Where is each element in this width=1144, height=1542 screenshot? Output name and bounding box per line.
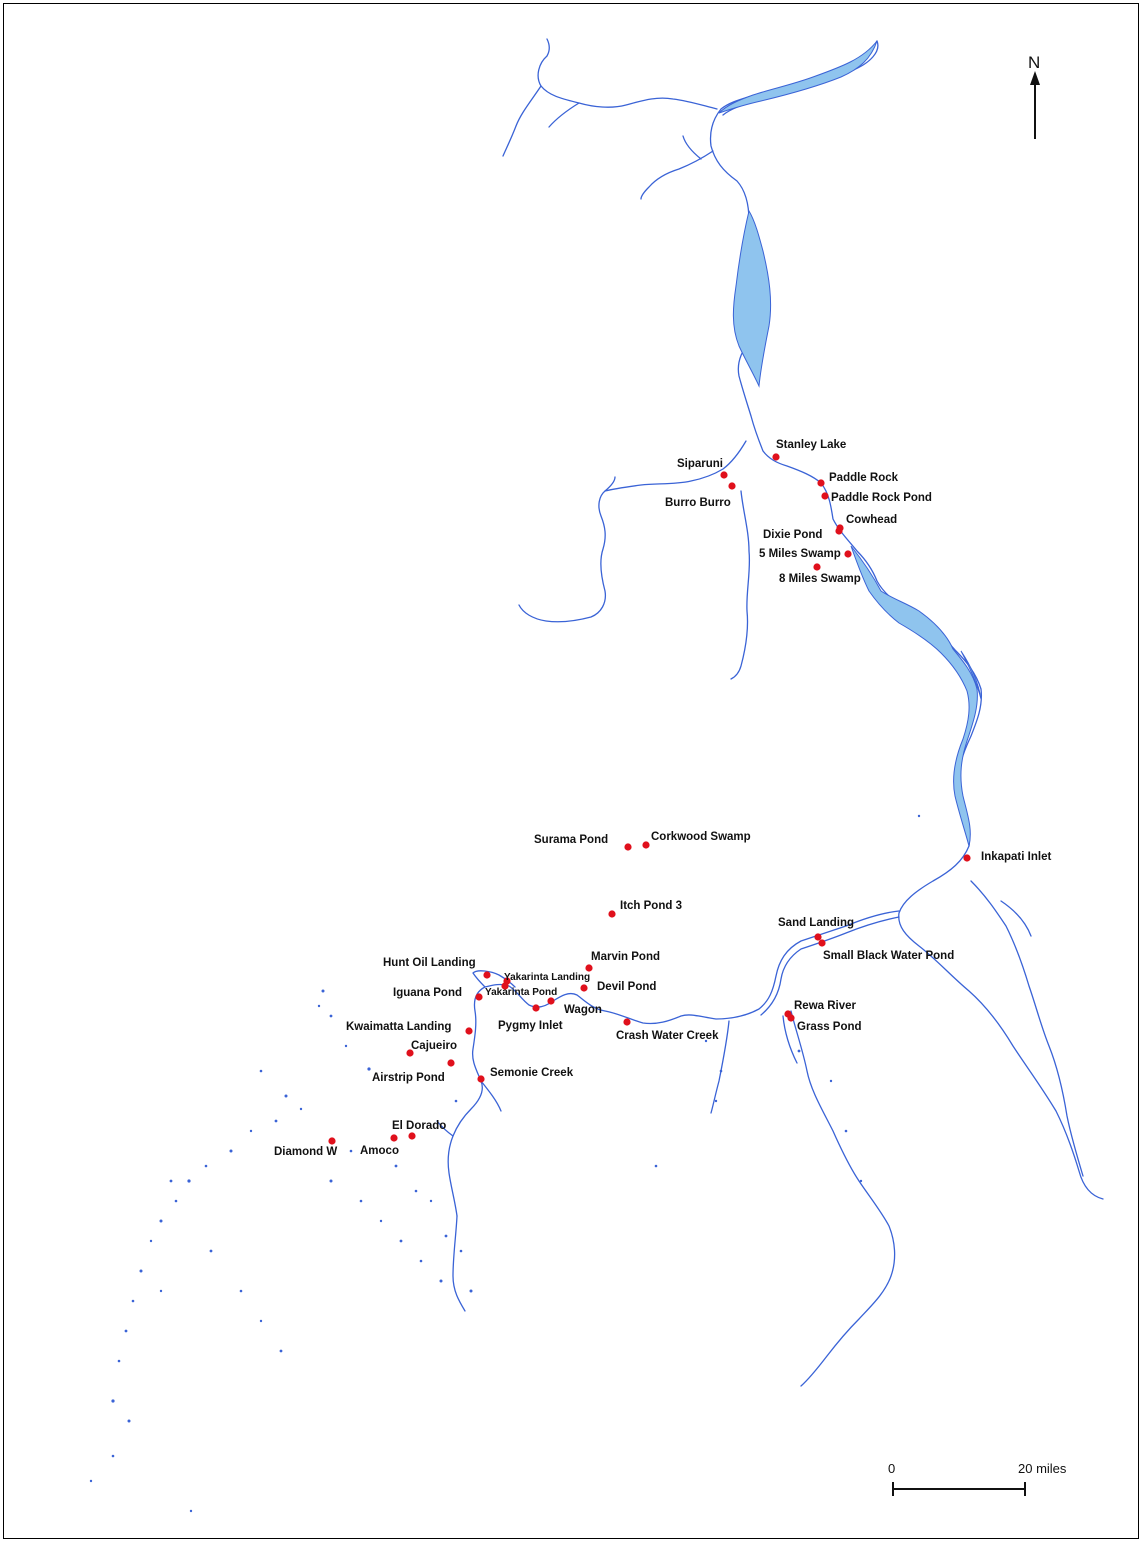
site-label[interactable]: Surama Pond: [534, 834, 608, 846]
site-label[interactable]: Paddle Rock Pond: [831, 492, 932, 504]
site-label[interactable]: Amoco: [360, 1145, 399, 1157]
site-label[interactable]: Yakarinta Landing: [504, 972, 590, 983]
site-label[interactable]: Airstrip Pond: [372, 1072, 445, 1084]
site-label[interactable]: El Dorado: [392, 1120, 446, 1132]
site-label[interactable]: Hunt Oil Landing: [383, 957, 476, 969]
site-marker[interactable]: [475, 993, 483, 1001]
tributary-north-two: [640, 150, 714, 200]
site-marker[interactable]: [772, 453, 780, 461]
site-marker[interactable]: [844, 550, 852, 558]
site-label[interactable]: Kwaimatta Landing: [346, 1021, 451, 1033]
site-label[interactable]: Crash Water Creek: [616, 1030, 719, 1042]
site-label[interactable]: Devil Pond: [597, 981, 656, 993]
site-label[interactable]: Cajueiro: [411, 1040, 457, 1052]
site-label[interactable]: Grass Pond: [797, 1021, 862, 1033]
site-marker[interactable]: [585, 964, 593, 972]
site-label[interactable]: Corkwood Swamp: [651, 831, 751, 843]
scale-start-label: 0: [888, 1461, 895, 1476]
site-label[interactable]: Semonie Creek: [490, 1067, 574, 1079]
site-marker[interactable]: [817, 479, 825, 487]
site-label[interactable]: Iguana Pond: [393, 987, 462, 999]
site-marker[interactable]: [447, 1059, 455, 1067]
site-label[interactable]: Yakarinta Pond: [485, 987, 557, 998]
river-wide-sections: [718, 40, 982, 847]
map-frame: Stanley Lake Siparuni Paddle Rock Paddle…: [3, 3, 1139, 1539]
site-marker[interactable]: [477, 1075, 485, 1083]
map-canvas[interactable]: Stanley Lake Siparuni Paddle Rock Paddle…: [4, 4, 1140, 1540]
site-label[interactable]: Dixie Pond: [763, 529, 822, 541]
site-label[interactable]: Stanley Lake: [776, 439, 846, 451]
site-label[interactable]: Inkapati Inlet: [981, 851, 1051, 863]
site-marker[interactable]: [408, 1132, 416, 1140]
site-marker[interactable]: [787, 1014, 795, 1022]
site-marker[interactable]: [963, 854, 971, 862]
site-marker[interactable]: [465, 1027, 473, 1035]
site-marker[interactable]: [728, 482, 736, 490]
tributary-northwest: [537, 38, 718, 110]
site-marker[interactable]: [814, 933, 822, 941]
site-marker[interactable]: [328, 1137, 336, 1145]
site-marker[interactable]: [720, 471, 728, 479]
north-arrow-head-icon: [1030, 71, 1040, 85]
tributary-rewa: [790, 1010, 896, 1387]
site-label[interactable]: Small Black Water Pond: [823, 950, 954, 962]
site-labels: Stanley Lake Siparuni Paddle Rock Paddle…: [274, 439, 1051, 1158]
scattered-ponds: [89, 814, 921, 1513]
north-arrow: N: [1028, 53, 1040, 139]
site-marker[interactable]: [623, 1018, 631, 1026]
scale-end-label: 20 miles: [1018, 1461, 1067, 1476]
site-label[interactable]: Diamond W: [274, 1146, 337, 1158]
site-label[interactable]: Marvin Pond: [591, 951, 660, 963]
site-label[interactable]: Burro Burro: [665, 497, 731, 509]
site-markers: [328, 453, 971, 1145]
site-marker[interactable]: [547, 997, 555, 1005]
site-label[interactable]: Pygmy Inlet: [498, 1020, 563, 1032]
site-marker[interactable]: [642, 841, 650, 849]
site-marker[interactable]: [406, 1049, 414, 1057]
main-river-upper-channel: [709, 40, 1104, 1200]
site-label[interactable]: Sand Landing: [778, 917, 854, 929]
site-label[interactable]: 5 Miles Swamp: [759, 548, 841, 560]
north-label: N: [1028, 53, 1040, 72]
site-label[interactable]: Siparuni: [677, 458, 723, 470]
site-marker[interactable]: [818, 939, 826, 947]
site-marker[interactable]: [483, 971, 491, 979]
site-label[interactable]: Itch Pond 3: [620, 900, 682, 912]
site-label[interactable]: Cowhead: [846, 514, 897, 526]
site-marker[interactable]: [813, 563, 821, 571]
site-marker[interactable]: [821, 492, 829, 500]
site-label[interactable]: Paddle Rock: [829, 472, 899, 484]
scale-bar: 0 20 miles: [888, 1461, 1067, 1496]
site-marker[interactable]: [624, 843, 632, 851]
tributary-east: [970, 880, 1084, 1177]
site-marker[interactable]: [532, 1004, 540, 1012]
site-marker[interactable]: [608, 910, 616, 918]
river-network: [436, 38, 1104, 1387]
tributary-siparuni: [518, 440, 747, 623]
site-label[interactable]: Rewa River: [794, 1000, 857, 1012]
site-marker[interactable]: [390, 1134, 398, 1142]
site-marker[interactable]: [580, 984, 588, 992]
site-marker[interactable]: [835, 527, 843, 535]
site-label[interactable]: Wagon: [564, 1004, 602, 1016]
site-marker[interactable]: [501, 982, 509, 990]
tributary-semonie: [480, 1080, 502, 1112]
site-label[interactable]: 8 Miles Swamp: [779, 573, 861, 585]
